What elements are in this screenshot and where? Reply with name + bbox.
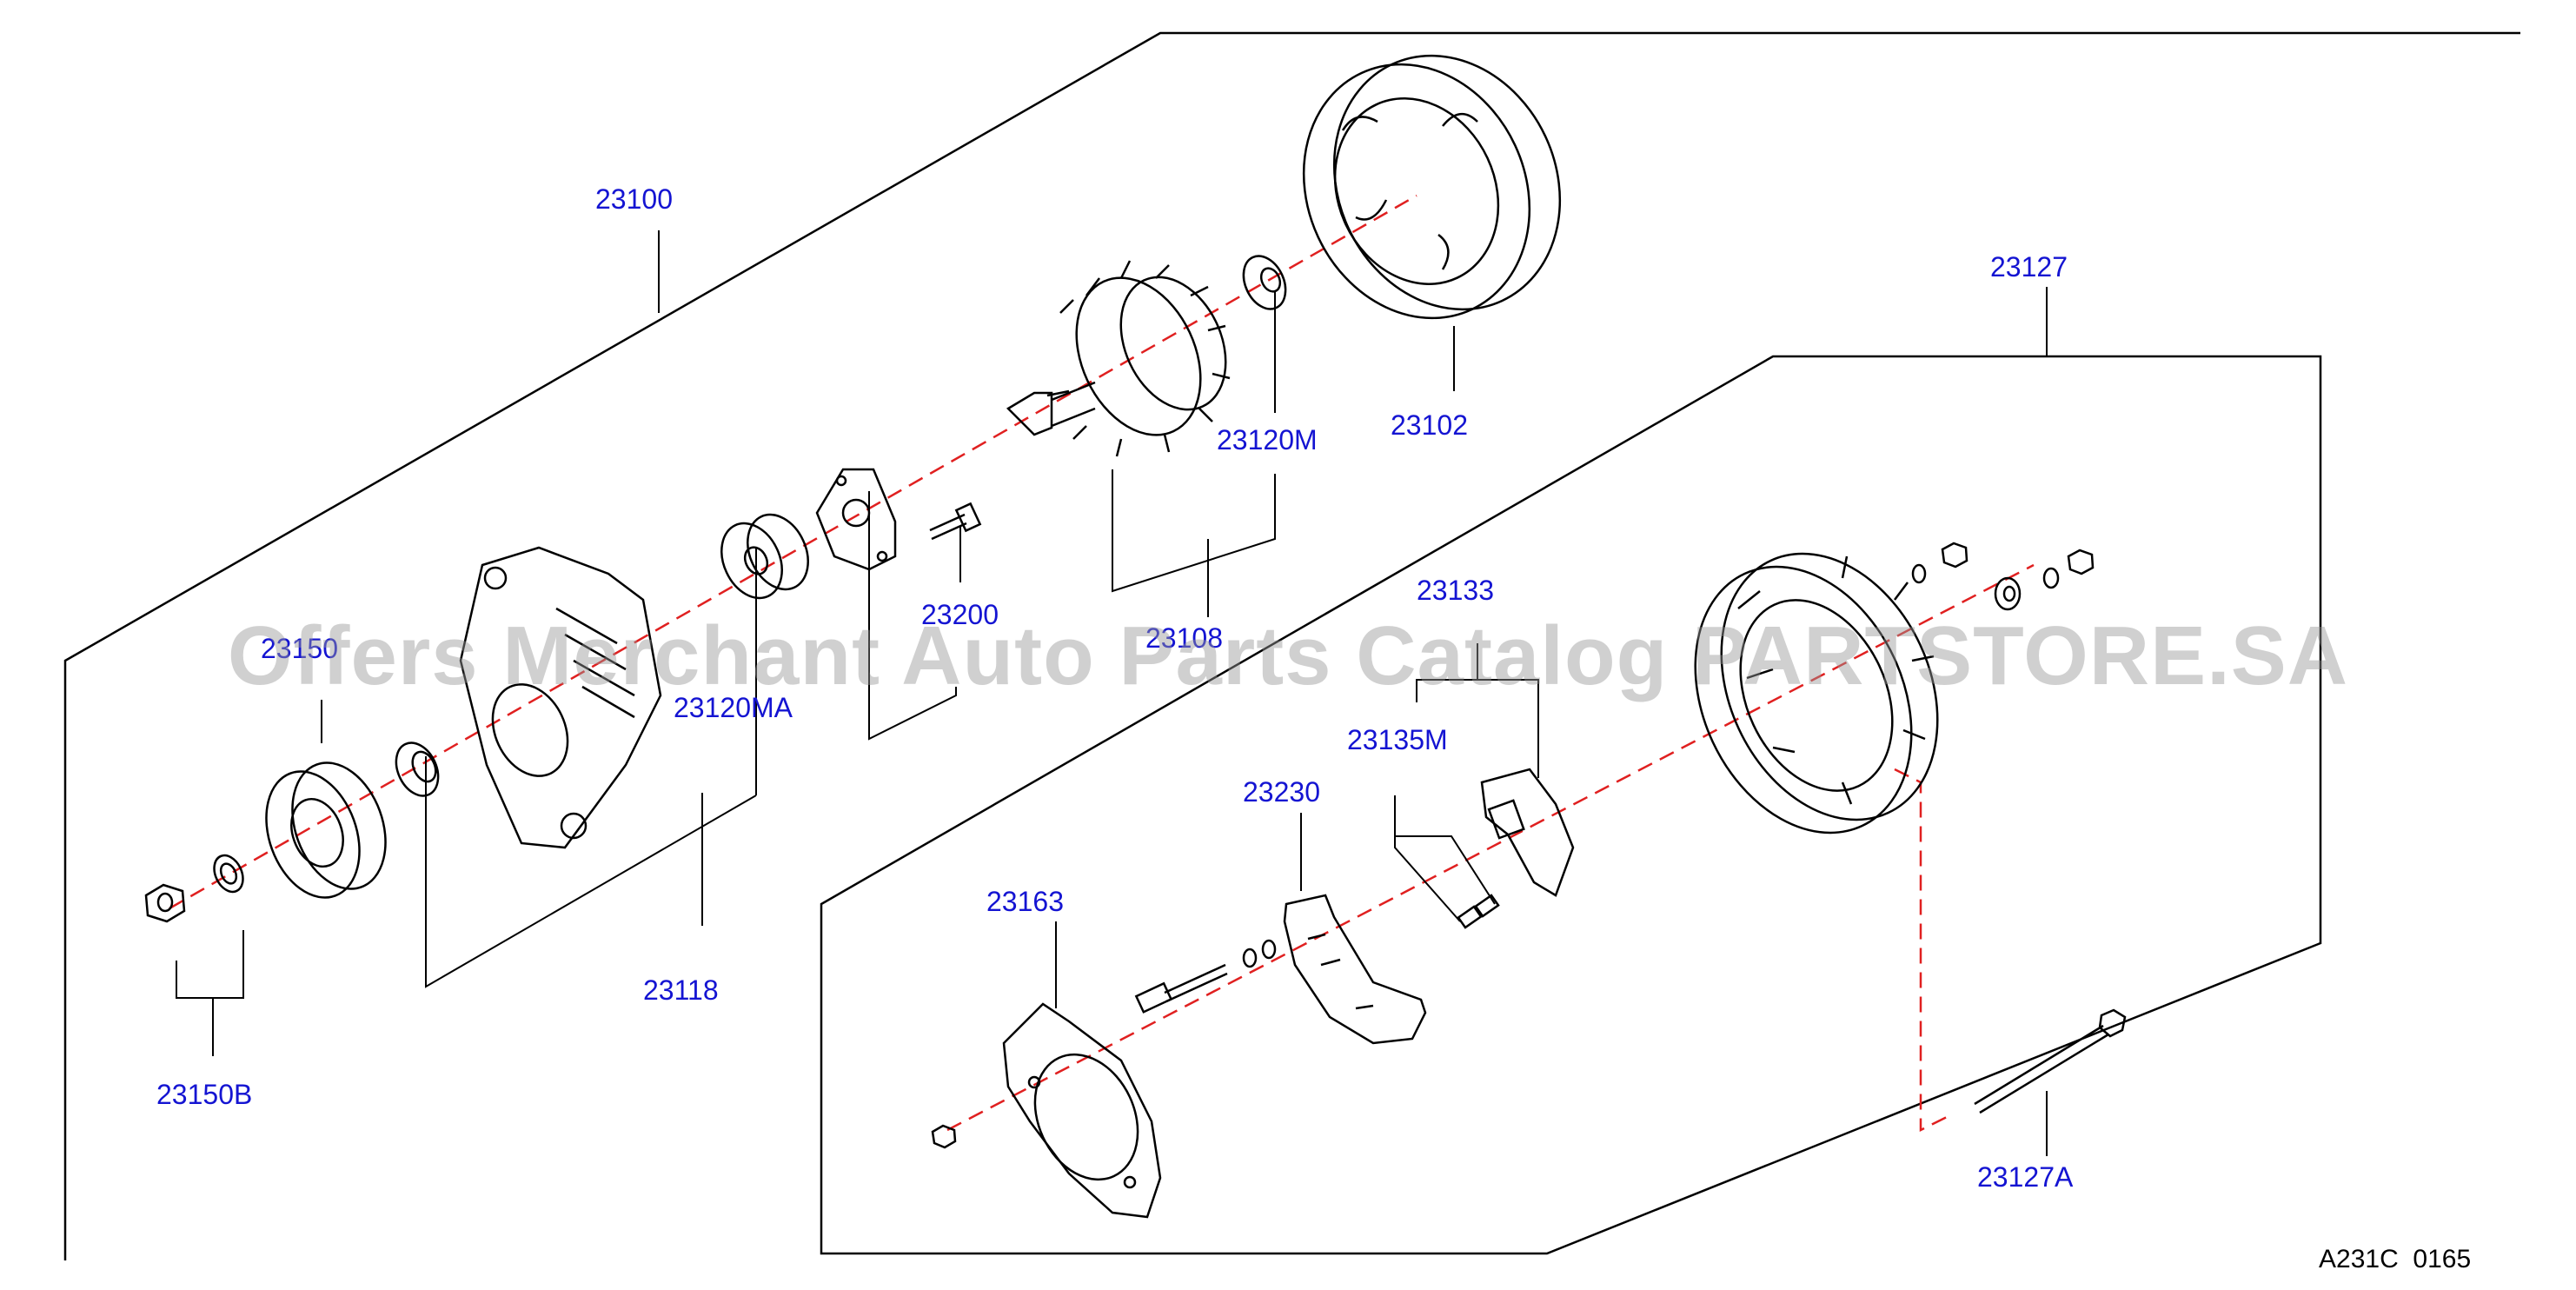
label-23127[interactable]: 23127	[1990, 251, 2068, 283]
label-23150b[interactable]: 23150B	[156, 1079, 252, 1110]
front-bracket-23118-shape	[459, 546, 662, 849]
brush-holder-23133-shape	[1480, 768, 1575, 897]
frame-23127	[820, 355, 2322, 1255]
bearing-23120ma-shape	[720, 513, 809, 600]
stator-23102-shape	[1302, 54, 1562, 320]
part-labels: 23100 23102 23120M 23108 23200 23120MA 2…	[156, 183, 2074, 1193]
label-23150[interactable]: 23150	[261, 633, 338, 664]
bearing-23120m-shape	[1242, 255, 1287, 310]
rotor-23108-shape	[1006, 260, 1231, 457]
nut-washer-23150b-shape	[144, 854, 244, 923]
label-23108[interactable]: 23108	[1145, 622, 1223, 654]
terminal-bolt-shape	[1134, 939, 1277, 1014]
through-bolt-23127a-shape	[1974, 1008, 2127, 1114]
label-23118[interactable]: 23118	[643, 974, 719, 1006]
pulley-23150-shape	[265, 761, 387, 899]
part-shapes	[144, 54, 2127, 1219]
frame-lines	[63, 31, 2520, 1260]
plate-shape	[815, 468, 897, 571]
label-23102[interactable]: 23102	[1391, 409, 1468, 441]
small-hardware-shape	[1911, 542, 2095, 611]
collar-shape	[395, 741, 440, 797]
label-23230[interactable]: 23230	[1243, 776, 1320, 808]
leader-lines	[176, 230, 2048, 1156]
figure-code: A231C 0165	[2319, 1245, 2472, 1273]
bolt-23200-shape	[929, 502, 982, 541]
label-23200[interactable]: 23200	[921, 599, 999, 630]
watermark-text: Offers Merchant Auto Parts Catalog PARTS…	[227, 609, 2349, 702]
centerlines	[169, 194, 2035, 1133]
label-23120ma[interactable]: 23120MA	[674, 692, 793, 723]
rear-cover-23127-shape	[1694, 552, 1939, 835]
insulator-plate-23163-shape	[931, 1002, 1162, 1219]
brushes-23135m-shape	[1457, 894, 1500, 929]
label-23120m[interactable]: 23120M	[1217, 424, 1318, 455]
label-23100[interactable]: 23100	[595, 183, 673, 215]
label-23163[interactable]: 23163	[986, 886, 1064, 917]
frame-23100	[63, 31, 2520, 1260]
label-23133[interactable]: 23133	[1417, 575, 1494, 606]
label-23127a[interactable]: 23127A	[1977, 1161, 2074, 1193]
label-23135m[interactable]: 23135M	[1347, 724, 1448, 755]
regulator-23230-shape	[1283, 894, 1427, 1045]
